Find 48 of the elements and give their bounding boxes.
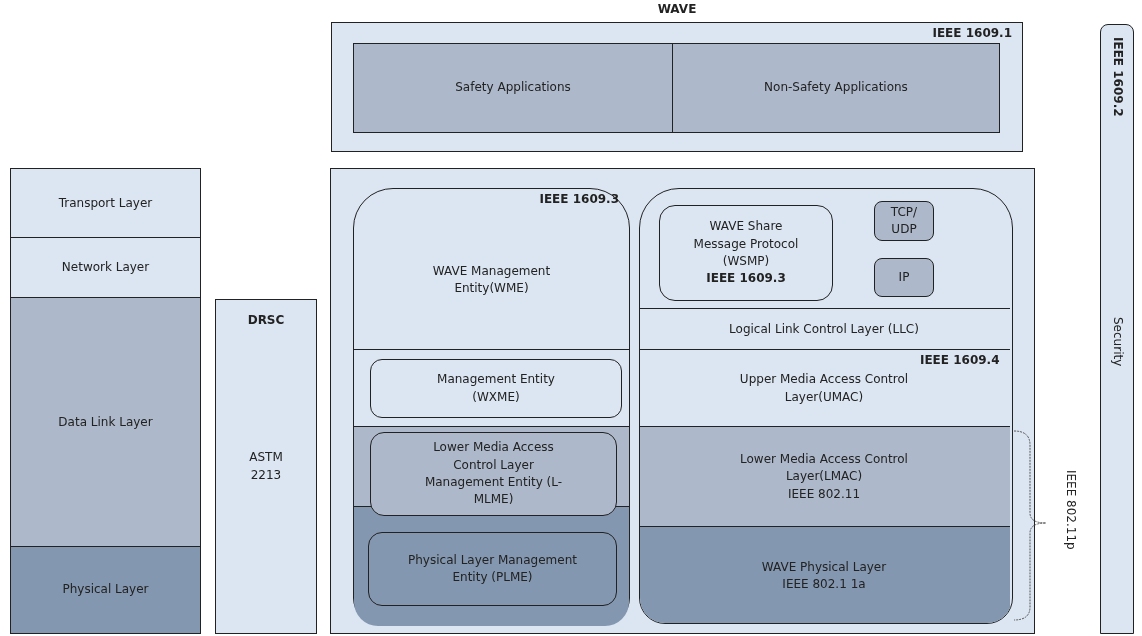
- layer-name: Lower Media Access Control Layer(LMAC): [739, 450, 909, 486]
- entity-box: [368, 532, 617, 606]
- layer-name: Lower Media Access Control Layer Management Entity (L-MLME): [423, 439, 564, 509]
- layer-name: ASTM 2213: [248, 449, 284, 484]
- standard-name: IEEE 1609.2: [1109, 37, 1126, 117]
- layer-name: WAVE Share Message Protocol (WSMP): [692, 218, 800, 270]
- standard-name: IEEE 1609.4: [919, 352, 1000, 369]
- layer-name: Transport Layer: [57, 194, 154, 212]
- layer-box: [353, 43, 673, 133]
- stack-box: [330, 168, 1035, 634]
- layer-band: [640, 426, 1010, 527]
- security-bar: [1100, 24, 1134, 634]
- group-title: WAVE: [656, 1, 698, 18]
- layer-name: Logical Link Control Layer (LLC): [728, 320, 920, 338]
- layer-name: Upper Media Access Control Layer(UMAC): [738, 371, 910, 406]
- layer-name: Physical Layer: [61, 581, 150, 599]
- layer-name: IEEE 802.1 1a: [781, 576, 867, 593]
- layer-name: IP: [897, 268, 911, 286]
- standard-box: [215, 299, 317, 634]
- layer-box: [10, 546, 201, 634]
- management-plane-box: [353, 188, 630, 624]
- standard-name: IEEE 802.11p: [1064, 470, 1078, 550]
- layer-name: WAVE Physical Layer: [760, 558, 888, 576]
- protocol-box: [659, 205, 833, 301]
- layer-band: [640, 526, 1010, 623]
- standard-name: IEEE 1609.3: [706, 270, 786, 288]
- layer-name: WAVE Management Entity(WME): [431, 263, 552, 298]
- layer-name: Management Entity (WXME): [436, 371, 556, 406]
- entity-box: [370, 432, 617, 516]
- layer-name: Safety Applications: [454, 79, 572, 97]
- standard-name: IEEE 1609.1: [932, 25, 1012, 42]
- layer-name: IEEE 802.11: [786, 485, 862, 503]
- group-title: DRSC: [246, 312, 286, 329]
- layer-name: Non-Safety Applications: [763, 79, 909, 97]
- layer-name: Network Layer: [60, 259, 151, 277]
- layer-box: [10, 297, 201, 548]
- protocol-box: [874, 201, 934, 241]
- standard-name: IEEE 1609.3: [539, 191, 619, 208]
- layer-name: TCP/ UDP: [889, 203, 919, 238]
- layer-name: Physical Layer Management Entity (PLME): [407, 551, 578, 586]
- layer-name: Data Link Layer: [57, 413, 154, 431]
- data-plane-box: [639, 188, 1013, 624]
- entity-box: [370, 359, 622, 418]
- layer-name: Security: [1109, 316, 1126, 366]
- layer-box: [672, 43, 1000, 133]
- layer-box: [10, 237, 201, 299]
- layer-box: [10, 168, 201, 239]
- protocol-box: [874, 258, 934, 297]
